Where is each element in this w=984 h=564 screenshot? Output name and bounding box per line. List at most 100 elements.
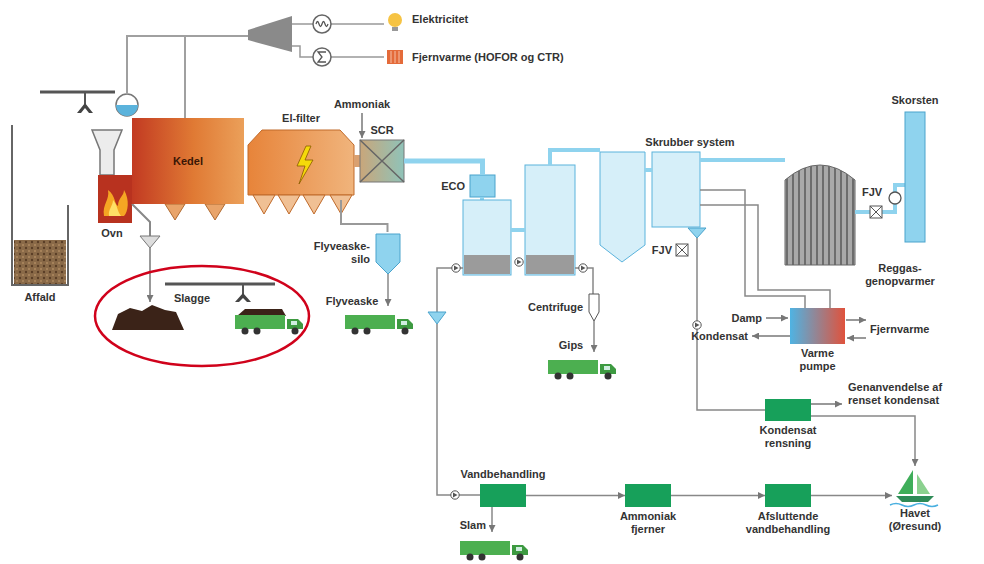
turbine [313,48,331,66]
part-label: Flyveaske [326,295,379,308]
truck [235,315,303,335]
node-text: Havet (Øresund) [880,507,950,533]
part-label: FJV [652,244,672,257]
waste-pit [14,240,66,284]
ammonia-feed [362,113,363,138]
turbine [318,52,326,62]
heat-pump-arrows [766,317,788,319]
process-box: Kondensat rensning [765,399,811,421]
process-box: Ammoniak fjerner [625,484,671,507]
node-text: ECO [441,180,465,193]
wet-filter [785,165,855,265]
truck [460,541,528,561]
sailboat-icon [898,470,913,494]
part-label: Affald [24,291,55,304]
centrifuge-symbol [589,294,599,321]
steam-line [127,36,248,118]
process-box: Vandbehandling [480,484,526,507]
slag-handling [237,309,286,316]
part-label: Ovn [101,227,122,240]
bulb-icon [388,13,402,27]
radiator-icon [391,51,399,63]
waste-crane [77,103,93,113]
pump-symbol [451,491,459,499]
scrubber-column [525,165,575,275]
scr-reactor [360,140,404,182]
flow-label: Genanvendelse af renset kondensat [848,381,970,407]
furnace [109,200,121,216]
furnace [98,175,132,223]
process-pipes [387,274,389,306]
ash-chute [132,204,150,236]
sea-outlet: Havet (Øresund) [892,466,938,504]
scrubber-system [700,158,785,162]
sailboat-icon [890,504,938,507]
ash-chute [132,204,160,302]
electrostatic-filter [253,195,352,214]
waste-crane [40,92,115,113]
slag-handling [165,283,275,286]
process-pipes [697,238,765,410]
steam-drum [116,94,138,116]
silo [376,234,400,274]
water-line [811,416,915,466]
waste-crane [40,91,115,94]
chimney [905,112,925,242]
truck [345,315,413,335]
scr-unit: SCR [360,140,404,182]
ash-chute [149,248,151,302]
scrubber-column [511,228,525,232]
output-label: Elektricitet [412,13,468,26]
boiler-hoppers [165,204,225,220]
part-label: FJV [862,186,882,199]
output-label: Fjernvarme (HOFOR og CTR) [412,51,564,64]
turbine [292,24,384,57]
centrifuge-unit: Centrifuge [588,293,600,321]
turbine [248,16,292,52]
node-text: Centrifuge [528,301,583,314]
node-text: El-filter [282,112,320,125]
part-label: Slam [460,519,486,532]
stack-line [889,192,901,204]
scrubber-system [688,228,706,238]
heat-pump-box: Varme pumpe [790,308,845,344]
node-text: Varme pumpe [788,347,848,373]
part-label: Gips [559,339,583,352]
turbine [313,15,331,33]
radiator-icon [387,50,403,64]
stack-line [870,206,882,218]
bulb-icon [388,13,402,31]
slag-handling [235,293,251,302]
water-line [811,495,892,497]
part-label: Slagge [174,292,210,305]
bulb-icon [392,27,398,31]
highlight-ellipse [95,266,309,366]
scrubber-column [550,150,600,165]
ash-line [341,200,388,232]
stack-line [870,206,882,218]
feed-hopper [92,130,122,175]
process-pipes [428,312,446,324]
pump-symbol [451,258,701,499]
heat-pump-arrows [846,319,866,321]
turbine [248,15,384,66]
scrubber-system [676,244,688,256]
waste-pit [12,125,68,285]
node-text: Ammoniak fjerner [613,510,683,536]
process-pipes [388,190,830,532]
electrostatic-filter [297,146,313,184]
electrostatic-filter [248,130,354,195]
heat-pump-arrows [752,335,790,337]
centrifuge-symbol [589,294,599,321]
node-text: Kedel [173,155,203,168]
node-text: SCR [370,124,393,137]
stack-line [855,185,905,218]
process-box: Afsluttende vandbehandling [765,484,811,507]
scrubber-system [645,168,652,172]
scrubber-system [600,152,645,262]
part-label: Skorsten [891,94,938,107]
boiler-box: Kedel [132,118,244,204]
node-text: Afsluttende vandbehandling [738,510,838,536]
part-label: Skrubber system [645,136,734,149]
